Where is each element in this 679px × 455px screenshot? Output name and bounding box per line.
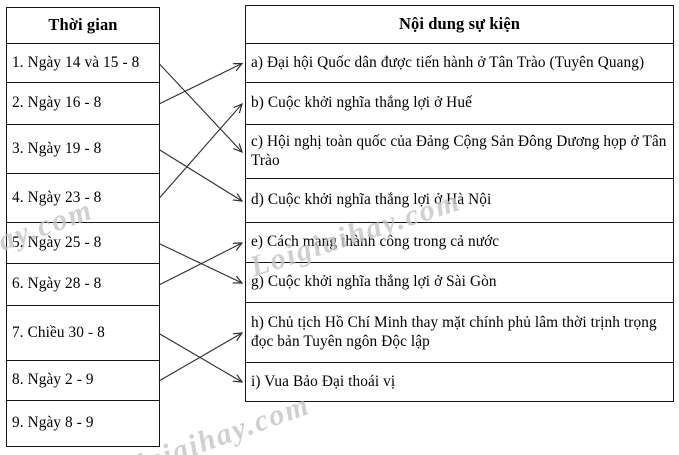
event-row-g: g) Cuộc khởi nghĩa thắng lợi ở Sài Gòn (246, 263, 673, 303)
match-arrow-7-i (158, 333, 242, 383)
match-arrow-2-a (158, 64, 242, 105)
match-arrow-4-b (158, 104, 242, 199)
event-table-header: Nội dung sự kiện (246, 6, 673, 44)
event-table: Nội dung sự kiện a) Đại hội Quốc dân đượ… (245, 5, 674, 402)
event-row-a: a) Đại hội Quốc dân được tiến hành ở Tân… (246, 44, 673, 83)
match-arrow-6-e (158, 243, 242, 286)
time-row-6: 6. Ngày 28 - 8 (7, 264, 159, 306)
time-row-7: 7. Chiều 30 - 8 (7, 306, 159, 361)
event-row-e: e) Cách mạng thành công trong cả nước (246, 223, 673, 263)
time-row-3: 3. Ngày 19 - 8 (7, 125, 159, 174)
match-arrow-1-c (158, 63, 242, 153)
event-row-c: c) Hội nghị toàn quốc của Đảng Cộng Sản … (246, 125, 673, 179)
event-row-i: i) Vua Bảo Đại thoái vị (251, 372, 396, 390)
match-arrow-8-h (158, 333, 242, 382)
time-row-9: 9. Ngày 8 - 9 (12, 414, 94, 432)
event-row-b: b) Cuộc khởi nghĩa thắng lợi ở Huế (246, 83, 673, 125)
time-row-8: 8. Ngày 2 - 9 (7, 361, 159, 401)
time-row-5: 5. Ngày 25 - 8 (7, 223, 159, 264)
time-table-header: Thời gian (7, 8, 159, 44)
match-arrow-3-d (158, 149, 242, 202)
event-row-d: d) Cuộc khởi nghĩa thắng lợi ở Hà Nội (246, 179, 673, 223)
match-arrow-5-g (158, 243, 242, 284)
time-row-2: 2. Ngày 16 - 8 (7, 83, 159, 125)
time-table: Thời gian 1. Ngày 14 và 15 - 8 2. Ngày 1… (6, 7, 160, 447)
time-row-1: 1. Ngày 14 và 15 - 8 (7, 44, 159, 83)
event-row-h: h) Chủ tịch Hồ Chí Minh thay mặt chính p… (246, 303, 673, 363)
time-row-4: 4. Ngày 23 - 8 (7, 174, 159, 223)
